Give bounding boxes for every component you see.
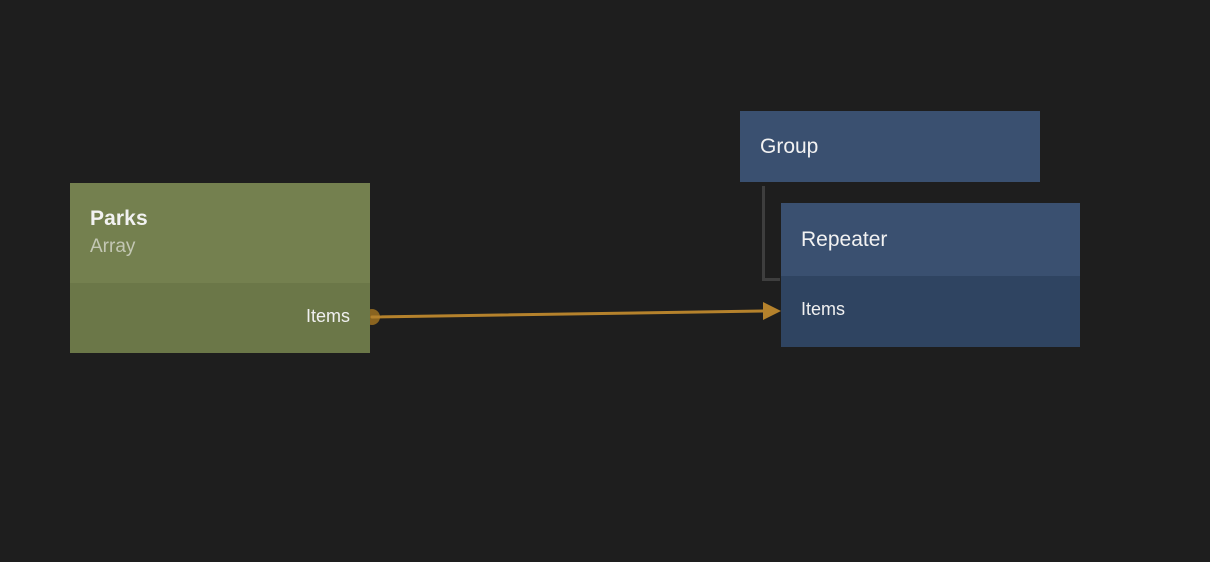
node-repeater-title: Repeater: [801, 228, 888, 251]
node-parks-subtitle: Array: [90, 236, 136, 257]
node-repeater-header[interactable]: Repeater: [781, 203, 1080, 276]
connection-line: [370, 309, 767, 319]
node-parks-output-port[interactable]: Items: [306, 305, 350, 327]
node-parks-output-port-label: Items: [305, 306, 350, 326]
node-group-header[interactable]: Group: [740, 111, 1040, 182]
node-repeater-input-port[interactable]: Items: [801, 298, 845, 320]
node-repeater-body: Items: [781, 276, 1080, 347]
node-repeater-input-port-label: Items: [801, 299, 846, 319]
node-parks[interactable]: Parks Array Items: [70, 183, 370, 353]
node-parks-body: Items: [70, 283, 370, 353]
node-group-title: Group: [760, 135, 819, 158]
connection-arrowhead: [763, 302, 781, 320]
connection-parks-items-to-repeater-items: [364, 302, 781, 325]
node-parks-header[interactable]: Parks Array: [70, 183, 370, 283]
node-parks-title: Parks: [90, 207, 148, 230]
node-repeater[interactable]: Repeater Items: [781, 203, 1080, 347]
node-group[interactable]: Group: [740, 111, 1040, 182]
